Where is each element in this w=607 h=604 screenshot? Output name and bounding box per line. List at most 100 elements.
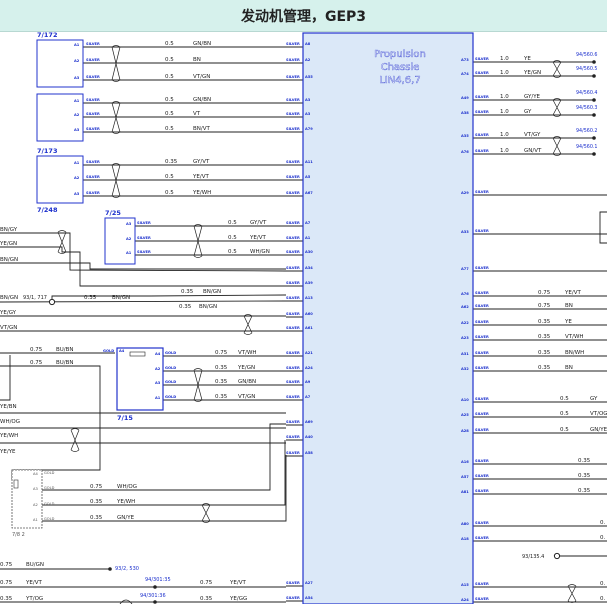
wire-size-label: 0.35	[538, 365, 551, 371]
wire-color-label: YE/BN	[0, 404, 17, 410]
wire-size-label: 0.5	[228, 220, 237, 226]
wire-color-label: GY	[524, 109, 532, 115]
pin-type-label: SILVER	[475, 149, 489, 153]
wire-color-label: BN/GN	[112, 295, 130, 301]
pin-type-label: SILVER	[475, 229, 489, 233]
pin-number-label: A55	[305, 75, 313, 79]
pin-type-label: SILVER	[286, 75, 300, 79]
pin-type-label: SILVER	[286, 250, 300, 254]
wire-size-label: 0.35	[0, 596, 13, 602]
pin-type-label: SILVER	[286, 581, 300, 585]
wire-size-label: 0.5	[165, 174, 174, 180]
pin-type-label: SILVER	[475, 95, 489, 99]
shape-layer	[11, 32, 596, 604]
wire-color-label: VT/GN	[238, 394, 255, 400]
twisted-pair-marker	[193, 368, 203, 402]
twisted-pair-marker	[57, 230, 67, 254]
wire-color-label: GN/BN	[193, 41, 211, 47]
pin-number-label: A76	[461, 292, 469, 296]
wire-color-label: GN/YE	[117, 515, 135, 521]
pin-number-label: A2	[74, 113, 80, 117]
splice-dot	[153, 600, 157, 604]
pin-number-label: A1	[74, 99, 80, 103]
pin-number-label: A67	[305, 191, 313, 195]
wire-color-label: BN	[565, 365, 573, 371]
wire-size-label: 0.75	[200, 580, 213, 586]
wire-color-label: BU/GN	[26, 562, 44, 568]
wire-size-label: 0.35	[200, 596, 213, 602]
pin-number-label: A4	[155, 352, 161, 356]
twisted-pair-marker	[552, 136, 562, 156]
pin-type-label: SILVER	[286, 326, 300, 330]
wire-color-label: YE/GN	[0, 241, 17, 247]
wire-color-label: WH/GN	[250, 249, 270, 255]
pin-number-label: A28	[461, 429, 469, 433]
pin-number-label: A18	[461, 537, 469, 541]
pin-type-label: SILVER	[86, 160, 100, 164]
pin-number-label: A2	[74, 176, 80, 180]
wire-size-label: 0.5	[165, 41, 174, 47]
title-bar: 发动机管理，GEP3	[0, 0, 607, 32]
pin-type-label: SILVER	[475, 71, 489, 75]
pin-type-label: SILVER	[286, 451, 300, 455]
splice-dot	[592, 152, 596, 156]
pin-type-label: SILVER	[86, 175, 100, 179]
wire-size-label: 0.75	[30, 360, 43, 366]
wire-bn-gy	[0, 232, 287, 272]
pin-type-label: SILVER	[86, 112, 100, 116]
pin-number-label: A40	[305, 435, 313, 439]
ref-label: 94/560.1	[576, 144, 597, 150]
wire-color-label: BN/GY	[0, 227, 18, 233]
ref-label: 93/2, 530	[115, 566, 139, 572]
wire-size-label: 0.35	[578, 488, 591, 494]
wire-color-label: BN/GN	[203, 289, 221, 295]
splice-dot	[592, 136, 596, 140]
wire-size-label: 1.0	[500, 70, 509, 76]
pin-type-label: SILVER	[286, 281, 300, 285]
pin-number-label: A60	[305, 312, 313, 316]
pin-number-label: A27	[305, 581, 313, 585]
wire-size-label: 0.75	[90, 484, 103, 490]
wire-arc	[119, 599, 133, 604]
pin-type-label: SILVER	[475, 133, 489, 137]
pin-number-label: A73	[461, 58, 469, 62]
pin-type-label: SILVER	[475, 304, 489, 308]
connector-box	[11, 469, 43, 529]
ref-label: 94/560.4	[576, 90, 597, 96]
wire-size-label: 0.75	[0, 580, 13, 586]
wire-color-label: YE/WH	[192, 190, 211, 196]
pin-number-label: A8	[305, 42, 311, 46]
wire-color-label: VT/GN	[0, 325, 17, 331]
pin-type-label: SILVER	[286, 596, 300, 600]
ref-label: 94/560.3	[576, 105, 597, 111]
wire-color-label: VT/GN	[193, 74, 210, 80]
wire-color-label: GN/VT	[524, 148, 542, 154]
splice-dot	[592, 113, 596, 117]
wire-size-label: 0.5	[165, 97, 174, 103]
pin-type-label: GOLD	[165, 351, 176, 355]
pin-number-label: A23	[461, 336, 469, 340]
wire-color-label: BU/BN	[56, 347, 74, 353]
wire-size-label: 0.35	[90, 515, 103, 521]
connector-box	[116, 347, 164, 411]
module-label: Propulsion	[374, 49, 426, 60]
wire-color-label: BN/WH	[565, 350, 584, 356]
wire-size-label: 0.75	[0, 562, 13, 568]
pin-type-label: SILVER	[286, 395, 300, 399]
pin-number-label: A3	[305, 98, 311, 102]
ref-label: 94/301:36	[140, 593, 166, 599]
pin-type-label: SILVER	[86, 127, 100, 131]
pin-number-label: A1	[74, 161, 80, 165]
splice-dot	[592, 98, 596, 102]
pin-type-label: SILVER	[475, 397, 489, 401]
wire-color-label: YE/WH	[0, 433, 18, 439]
pin-type-label: SILVER	[475, 351, 489, 355]
pin-number-label: A25	[461, 413, 469, 417]
pin-type-label: SILVER	[286, 435, 300, 439]
wire-color-label: YE/VT	[564, 290, 581, 296]
wire-size-label: 0.5	[560, 411, 569, 417]
pin-type-label: SILVER	[475, 335, 489, 339]
wire-size-label: 0.5	[165, 74, 174, 80]
pin-type-label: SILVER	[86, 42, 100, 46]
